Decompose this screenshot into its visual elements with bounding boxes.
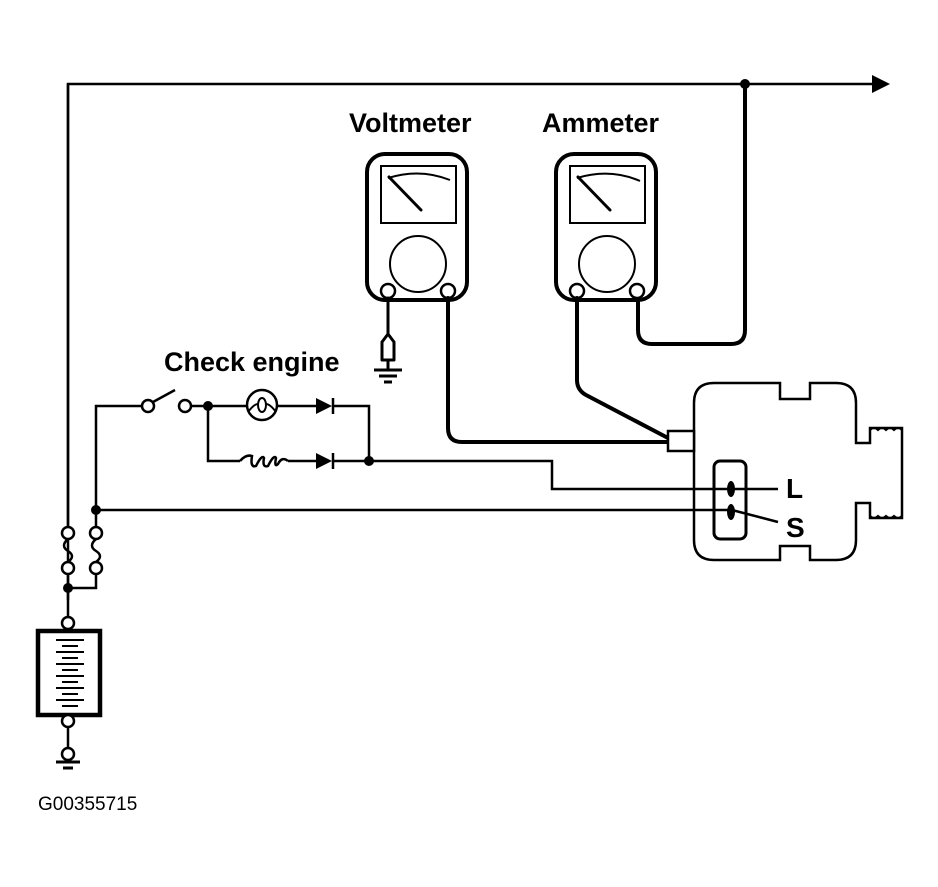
- voltmeter-positive-wire: [446, 296, 670, 444]
- arrow-icon: [872, 75, 890, 93]
- s-terminal-wire: [96, 508, 779, 524]
- ammeter-input-wire: [575, 296, 670, 440]
- battery-cells-icon: [56, 639, 84, 707]
- b-terminal: [666, 429, 696, 453]
- lamp-icon: [245, 388, 279, 422]
- fuse-icon: [88, 525, 104, 576]
- ignition-switch: [140, 388, 193, 414]
- voltmeter-ground-lead: [374, 296, 402, 384]
- terminal-s-label: S: [786, 512, 805, 543]
- ammeter-output-wire: [636, 82, 747, 346]
- figure-code: G00355715: [38, 794, 137, 815]
- ammeter: Ammeter: [542, 108, 660, 302]
- ground-icon: [56, 760, 80, 770]
- voltmeter: Voltmeter: [349, 108, 472, 302]
- ammeter-label: Ammeter: [542, 108, 660, 138]
- battery: [35, 615, 103, 770]
- main-power-wire: [66, 75, 890, 600]
- relay-coil-icon: [239, 454, 289, 468]
- alternator: L S: [666, 381, 904, 562]
- fuse-block: [60, 84, 104, 617]
- ground-icon: [374, 368, 402, 384]
- connector: [712, 459, 748, 541]
- diode-icon: [316, 453, 335, 469]
- voltmeter-label: Voltmeter: [349, 108, 472, 138]
- diode-icon: [316, 398, 335, 414]
- check-engine-label: Check engine: [164, 347, 340, 377]
- l-terminal-wire: [369, 459, 778, 491]
- check-engine-circuit: [94, 388, 778, 510]
- terminal-l-label: L: [786, 473, 803, 504]
- fuse-icon: [60, 525, 76, 576]
